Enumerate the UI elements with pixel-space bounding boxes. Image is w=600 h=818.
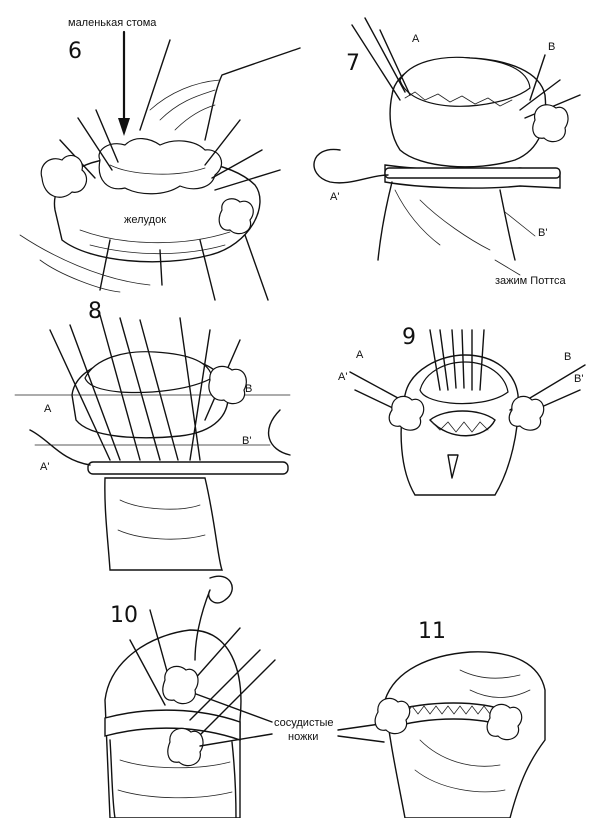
panel-6: 6 маленькая стома желудок — [19, 17, 301, 301]
panel-8-point-A: A — [44, 403, 52, 415]
panel-6-omentum-left — [40, 155, 87, 198]
potts-clamp-label: зажим Поттса — [495, 275, 567, 287]
panel-9-point-B-prime: B' — [574, 373, 583, 385]
panel-7-sutures — [351, 17, 581, 119]
panel-9-forceps — [447, 454, 459, 479]
panel-11-pointer-2 — [337, 735, 385, 743]
panel-8-point-A-prime: A' — [40, 461, 49, 473]
stoma-cuff — [98, 138, 223, 195]
panel-11-number: 11 — [418, 619, 446, 644]
panel-9-point-A-prime: A' — [338, 371, 347, 383]
panel-11-pointer-1 — [337, 723, 381, 731]
bowel-left-edge — [139, 39, 171, 131]
panel-10-number: 10 — [110, 603, 138, 628]
panel-8-bowel — [104, 477, 224, 571]
panel-8-clamp — [87, 461, 289, 475]
panel-7-needle-thread — [313, 148, 389, 184]
bowel-right-edge — [204, 47, 301, 141]
small-stoma-label: маленькая стома — [68, 17, 157, 29]
panel-11: 11 — [337, 619, 546, 818]
panel-7-point-B: B — [548, 41, 555, 53]
panel-9-point-A: A — [356, 349, 364, 361]
potts-clamp — [384, 167, 561, 179]
panel-8-number: 8 — [88, 299, 102, 324]
pedicle-pointer-1 — [195, 693, 273, 723]
panel-7-point-A: A — [412, 33, 420, 45]
stomach-label: желудок — [124, 214, 166, 226]
panel-9: 9 A A' B B' — [338, 325, 586, 496]
panel-9-sutures — [349, 329, 586, 421]
panel-8-point-B: B — [245, 383, 252, 395]
panel-11-stomach — [384, 651, 546, 818]
panel-10-sutures — [129, 609, 276, 741]
panel-7: 7 A B A' B' зажим Поттса — [313, 17, 581, 287]
panel-9-point-B: B — [564, 351, 571, 363]
vascular-pedicles-label-line2: ножки — [288, 731, 318, 743]
vascular-pedicles-label-line1: сосудистые — [274, 717, 334, 729]
panel-8-point-B-prime: B' — [242, 435, 251, 447]
panel-6-number: 6 — [68, 39, 82, 64]
panel-9-number: 9 — [402, 325, 416, 350]
panel-10: 10 A B сосудистые ножки — [104, 575, 334, 818]
pedicle-pointer-2 — [199, 733, 273, 747]
stoma-arrow — [118, 30, 130, 136]
panel-8: 8 A B A' B' — [14, 299, 291, 571]
panel-7-point-A-prime: A' — [330, 191, 339, 203]
panel-10-hook — [194, 575, 233, 661]
panel-7-point-B-prime: B' — [538, 227, 547, 239]
panel-7-number: 7 — [346, 51, 360, 76]
